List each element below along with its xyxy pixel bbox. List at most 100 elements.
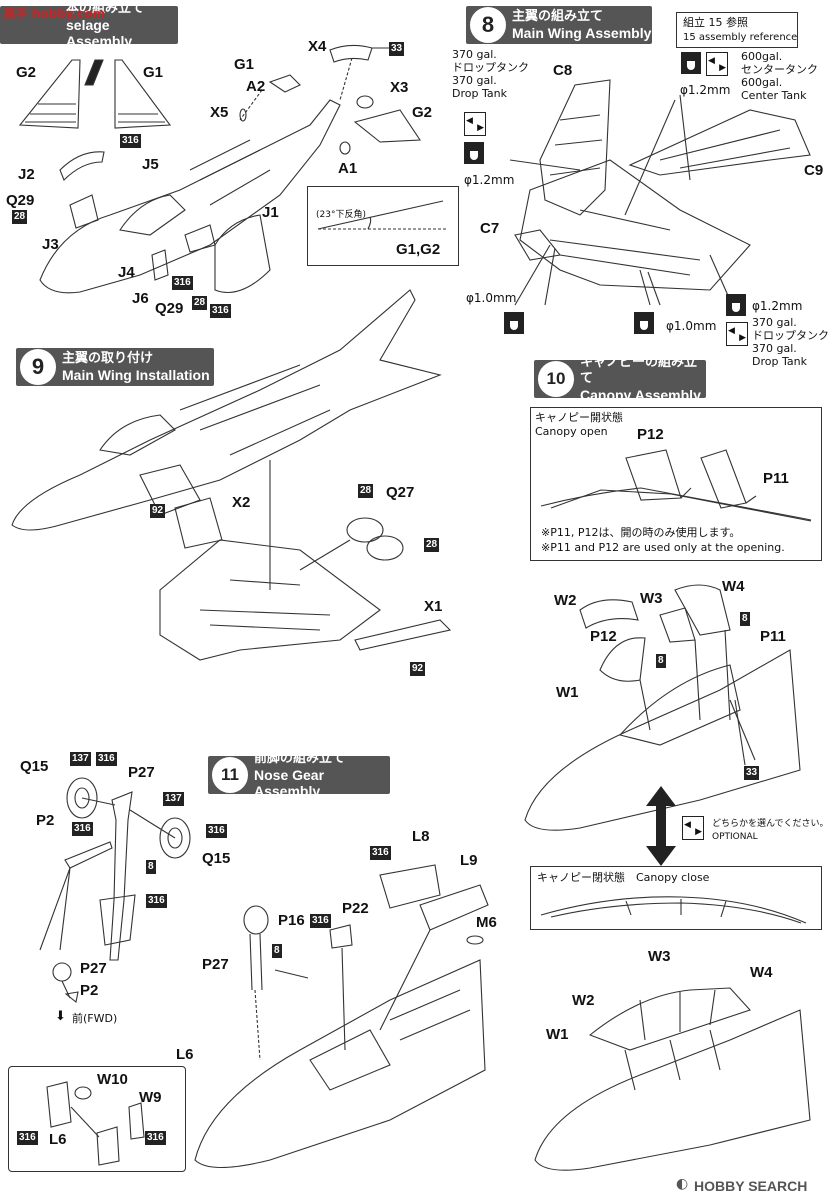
part-label-l6-detail: L6 xyxy=(49,1131,67,1148)
step10-title-jp: キャノピーの組み立て xyxy=(580,355,698,386)
wing-upper-c8 xyxy=(539,79,611,216)
badge-316: 316 xyxy=(206,824,227,838)
part-label-w2: W2 xyxy=(572,992,595,1009)
tank-left-line4: Drop Tank xyxy=(452,87,507,100)
badge-137: 137 xyxy=(163,792,184,806)
part-label-c9: C9 xyxy=(804,162,824,179)
badge-316: 316 xyxy=(145,1131,166,1145)
optional-icon xyxy=(726,322,748,346)
part-label-p27-detail: P27 xyxy=(80,960,107,977)
nose-section-drawing xyxy=(194,864,489,1168)
anhedral-drawing xyxy=(317,200,448,230)
part-label-l9: L9 xyxy=(460,852,478,869)
step8-title-en: Main Wing Assembly xyxy=(512,25,652,41)
optional-jp: どちらかを選んでください。 xyxy=(712,819,829,829)
part-label-c8: C8 xyxy=(553,62,573,79)
badge-28: 28 xyxy=(358,484,374,498)
optional-icon xyxy=(706,52,728,76)
badge-92: 92 xyxy=(150,504,166,518)
part-label-j6: J6 xyxy=(132,290,149,307)
part-label-w9: W9 xyxy=(139,1089,162,1106)
canopy-open-drawing xyxy=(540,449,812,522)
badge-316: 316 xyxy=(96,752,117,766)
part-label-q29: Q29 xyxy=(155,300,184,317)
part-label-g2: G2 xyxy=(16,64,37,81)
part-label-p2: P2 xyxy=(36,812,55,829)
badge-316: 316 xyxy=(210,304,231,318)
step9-number: 9 xyxy=(20,349,56,385)
drill-icon xyxy=(464,142,484,164)
part-label-g1g2: G1,G2 xyxy=(396,241,441,258)
part-label-p27: P27 xyxy=(128,764,155,781)
canopy-assembly-drawing xyxy=(524,584,801,831)
wheel-q15-left xyxy=(66,777,98,819)
assembly-reference-box: 組立 15 参照 15 assembly reference xyxy=(676,12,798,48)
part-label-q27: Q27 xyxy=(386,484,415,501)
step7-fuselage-drawing xyxy=(18,44,421,294)
part-label-x1: X1 xyxy=(424,598,443,615)
drill-icon xyxy=(726,294,746,316)
optional-en: OPTIONAL xyxy=(712,832,758,842)
drill-icon xyxy=(504,312,524,334)
part-label-p16: P16 xyxy=(278,912,305,929)
tank-center-line3: 600gal. xyxy=(741,76,783,89)
part-label-p12: P12 xyxy=(590,628,617,645)
badge-8: 8 xyxy=(740,612,750,626)
step11-header: 11 前脚の組み立て Nose Gear Assembly xyxy=(208,751,390,799)
part-label-w3: W3 xyxy=(648,948,671,965)
wheel-q15-right xyxy=(159,817,191,859)
step8-header: 8 主翼の組み立て Main Wing Assembly xyxy=(466,6,652,44)
part-label-j2: J2 xyxy=(18,166,35,183)
optional-icon xyxy=(682,816,704,840)
badge-28: 28 xyxy=(424,538,440,552)
step11-number: 11 xyxy=(212,757,248,793)
canopy-close-drawing xyxy=(540,896,807,924)
badge-316: 316 xyxy=(310,914,331,928)
watermark-bottom: HOBBY SEARCH xyxy=(694,1178,808,1194)
tailplane-g2 xyxy=(18,59,81,129)
badge-8: 8 xyxy=(656,654,666,668)
l6-detail-drawing xyxy=(46,1081,145,1166)
step9-title-jp: 主翼の取り付け xyxy=(62,351,154,366)
anhedral-inset: (23°下反角) G1,G2 xyxy=(307,186,459,266)
step8-title-jp: 主翼の組み立て xyxy=(512,9,604,24)
fwd-label: 前(FWD) xyxy=(72,1012,118,1025)
tank-center-line2: センタータンク xyxy=(741,63,818,76)
fwd-arrow-icon: ⬇ xyxy=(55,1009,66,1024)
drill-size-1-2mm: φ1.2mm xyxy=(752,299,803,313)
step10-number: 10 xyxy=(538,361,574,397)
tank-center-line1: 600gal. xyxy=(741,50,783,63)
canopy-close-box: キャノピー閉状態 Canopy close xyxy=(530,866,822,930)
nose-fuselage xyxy=(194,959,486,1168)
step9-title-en: Main Wing Installation xyxy=(62,367,210,383)
drill-icon xyxy=(634,312,654,334)
watermark-top: 高手 hobby.com xyxy=(4,7,106,21)
optional-double-arrow xyxy=(646,786,676,866)
part-label-w2: W2 xyxy=(554,592,577,609)
badge-33: 33 xyxy=(744,766,760,780)
part-label-w1: W1 xyxy=(556,684,579,701)
part-label-w4: W4 xyxy=(750,964,773,981)
part-label-w10: W10 xyxy=(97,1071,128,1088)
part-label-l6: L6 xyxy=(176,1046,194,1063)
tank-center-text: 600gal. センタータンク 600gal. Center Tank xyxy=(741,50,818,102)
tank-right-text: 370 gal. ドロップタンク 370 gal. Drop Tank xyxy=(752,316,829,368)
part-label-p2-detail: P2 xyxy=(80,982,99,999)
l6-detail-inset: W10 W9 316 L6 316 xyxy=(8,1066,186,1172)
badge-316: 316 xyxy=(146,894,167,908)
part-label-a2: A2 xyxy=(246,78,266,95)
part-label-j1: J1 xyxy=(262,204,279,221)
badge-316: 316 xyxy=(72,822,93,836)
main-wing xyxy=(159,539,381,661)
part-label-x5: X5 xyxy=(210,104,229,121)
part-label-a1: A1 xyxy=(338,160,358,177)
tank-left-line1: 370 gal. xyxy=(452,48,497,61)
badge-28: 28 xyxy=(192,296,208,310)
tank-left-text: 370 gal. ドロップタンク 370 gal. Drop Tank xyxy=(452,48,529,100)
anhedral-angle-note: (23°下反角) xyxy=(316,210,366,220)
part-label-c7: C7 xyxy=(480,220,500,237)
tank-right-line2: ドロップタンク xyxy=(752,329,829,342)
canopy-open-note-jp: ※P11, P12は、開の時のみ使用します。 xyxy=(541,526,741,539)
tailplane-g1 xyxy=(114,59,172,129)
